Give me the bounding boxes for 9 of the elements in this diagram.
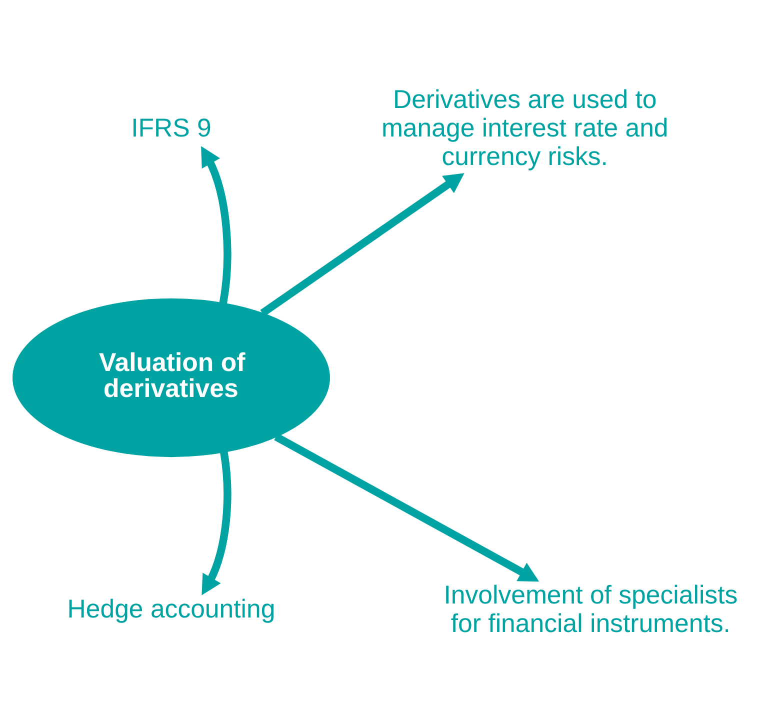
arrow	[201, 146, 232, 304]
node-text: Hedge accounting	[67, 596, 276, 624]
node-text: Involvement of specialists for financial instruments.	[444, 582, 738, 638]
node-text: IFRS 9	[131, 114, 212, 142]
arrow	[260, 173, 464, 316]
node-text: Derivatives are used to manage interest rate and currency risks.	[381, 86, 668, 171]
node-ellipse: Valuation of derivatives	[12, 298, 330, 458]
arrow	[202, 452, 232, 596]
arrow	[274, 433, 540, 582]
